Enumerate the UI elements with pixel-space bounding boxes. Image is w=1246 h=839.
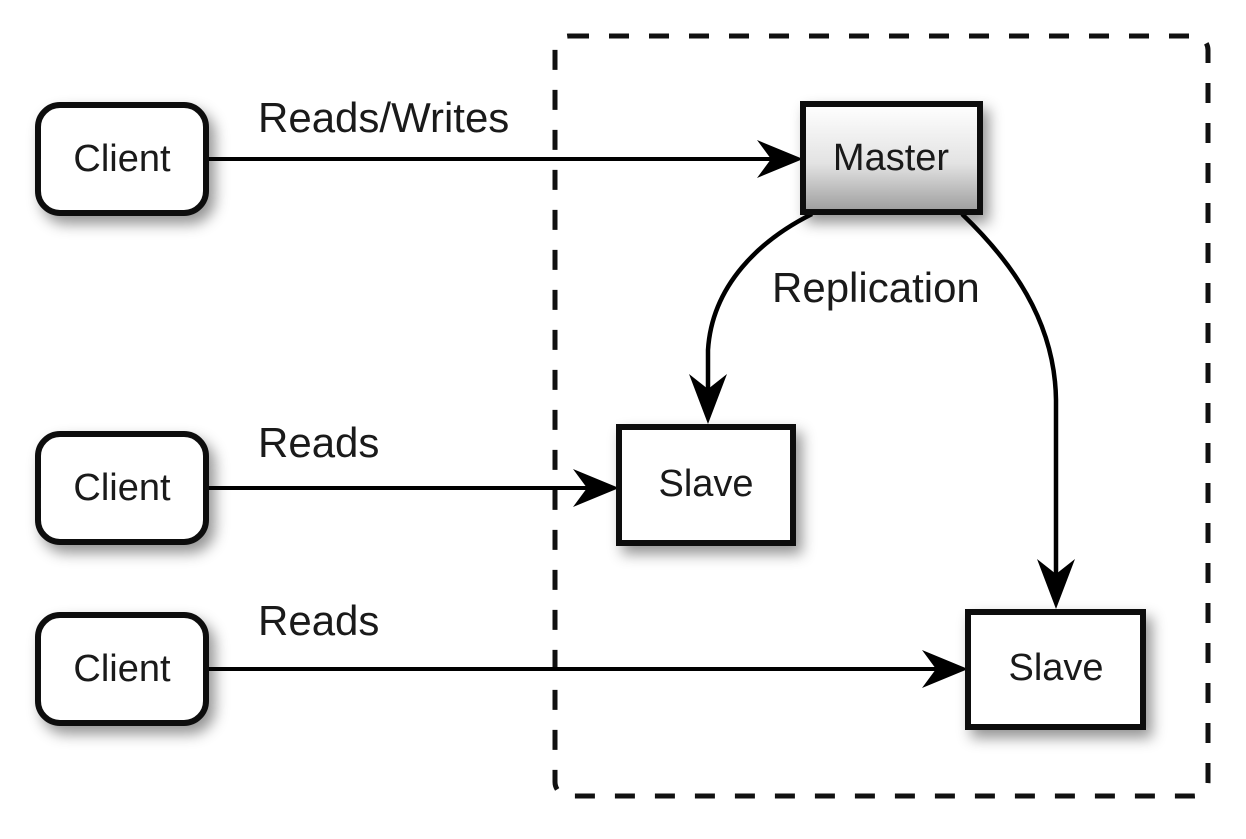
client-3-box[interactable]	[35, 612, 209, 726]
arrowhead-icon	[922, 650, 968, 688]
client-3-label: Client	[73, 648, 171, 690]
arrowhead-icon	[757, 140, 803, 178]
arrowhead-icon	[689, 374, 727, 424]
edge-client1-master	[206, 140, 803, 178]
edge-master-slave1	[689, 211, 814, 424]
node-master[interactable]: Master	[800, 101, 983, 215]
slave-2-label: Slave	[1008, 647, 1103, 689]
node-slave-1[interactable]: Slave	[616, 424, 796, 546]
edge-client2-slave1	[206, 469, 619, 507]
edge-label-reads-slave2: Reads	[258, 597, 379, 644]
client-1-label: Client	[73, 138, 171, 180]
edge-master-slave2	[960, 212, 1075, 609]
slave-1-box[interactable]	[616, 424, 796, 546]
client-2-box[interactable]	[35, 431, 209, 545]
replication-cluster-boundary	[552, 33, 1211, 799]
slave-1-label: Slave	[658, 463, 753, 505]
arrowhead-icon	[1037, 559, 1075, 609]
client-1-box[interactable]	[35, 102, 209, 216]
master-label: Master	[833, 137, 949, 179]
arrowhead-icon	[573, 469, 619, 507]
edge-label-reads-slave1: Reads	[258, 419, 379, 466]
slave-2-box[interactable]	[965, 609, 1146, 730]
node-client-1[interactable]: Client	[35, 102, 209, 216]
client-2-label: Client	[73, 467, 171, 509]
edge-client3-slave2	[206, 650, 968, 688]
edge-label-reads-writes: Reads/Writes	[258, 94, 509, 141]
node-client-2[interactable]: Client	[35, 431, 209, 545]
node-slave-2[interactable]: Slave	[965, 609, 1146, 730]
master-box[interactable]	[800, 101, 983, 215]
node-client-3[interactable]: Client	[35, 612, 209, 726]
edge-label-replication: Replication	[772, 264, 980, 311]
